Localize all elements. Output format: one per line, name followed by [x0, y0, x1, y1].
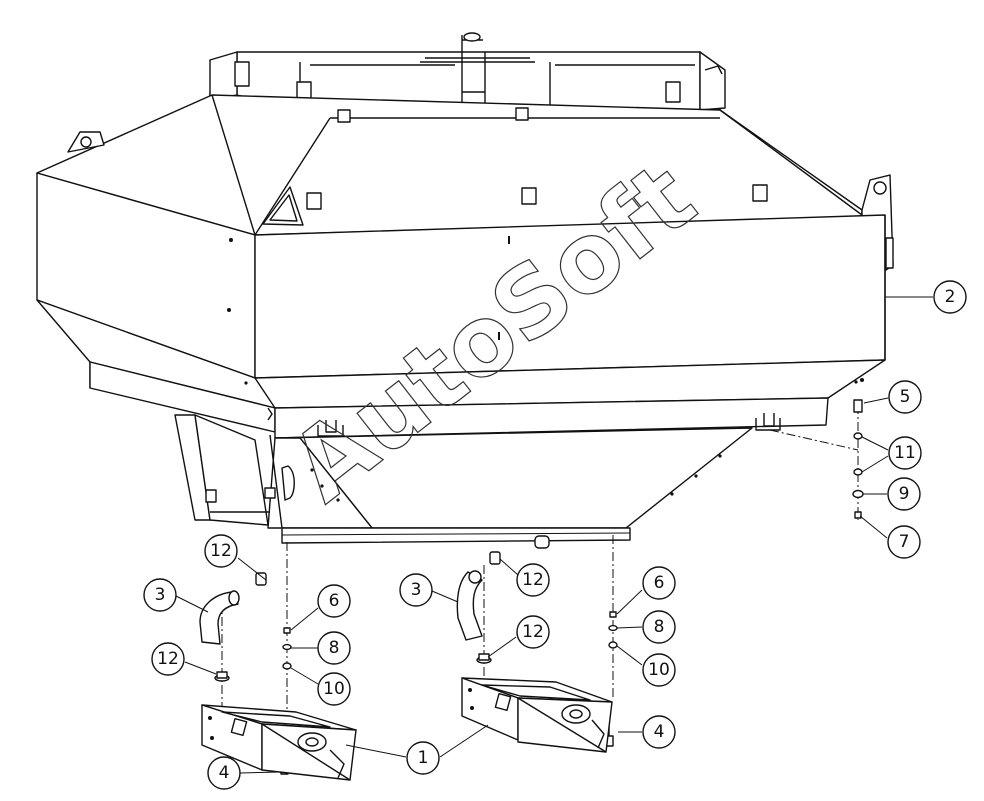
- callout-3-left-label: 3: [155, 585, 166, 605]
- hopper-body: [36, 32, 894, 549]
- callout-12-right-top-label: 12: [522, 570, 544, 590]
- callout-4-right: 4: [642, 715, 676, 749]
- callout-5-label: 5: [900, 387, 911, 407]
- callout-8-left-label: 8: [329, 638, 340, 658]
- callout-12-left-bottom: 12: [151, 642, 185, 676]
- hardware-side-stack: [852, 399, 864, 519]
- callout-11-label: 11: [894, 443, 916, 463]
- callout-7-label: 7: [899, 532, 910, 552]
- callout-9: 9: [887, 477, 921, 511]
- hardware-right: [456, 551, 618, 747]
- callout-8-left: 8: [317, 631, 351, 665]
- callout-3-right: 3: [399, 573, 433, 607]
- callout-1: 1: [406, 741, 440, 775]
- callout-12-right-mid-label: 12: [522, 622, 544, 642]
- callout-3-left: 3: [143, 578, 177, 612]
- callout-12-left-bottom-label: 12: [157, 649, 179, 669]
- metering-unit-right: [461, 677, 613, 753]
- metering-unit-left: [201, 704, 357, 781]
- callout-12-left-top-label: 12: [210, 541, 232, 561]
- callout-9-label: 9: [899, 484, 910, 504]
- callout-11: 11: [888, 436, 922, 470]
- callout-6-right: 6: [642, 566, 676, 600]
- callout-3-right-label: 3: [411, 580, 422, 600]
- callout-10-left: 10: [317, 672, 351, 706]
- callout-6-left: 6: [317, 584, 351, 618]
- callout-4-left-label: 4: [219, 763, 230, 783]
- callout-8-right-label: 8: [654, 617, 665, 637]
- leader-lines: [175, 296, 933, 774]
- callout-10-right-label: 10: [648, 660, 670, 680]
- callout-7: 7: [887, 525, 921, 559]
- callout-6-left-label: 6: [329, 591, 340, 611]
- callout-12-left-top: 12: [204, 534, 238, 568]
- callout-4-left: 4: [207, 756, 241, 790]
- callout-10-right: 10: [642, 653, 676, 687]
- callout-6-right-label: 6: [654, 573, 665, 593]
- callout-5: 5: [888, 380, 922, 414]
- callout-1-label: 1: [418, 748, 429, 768]
- callout-4-right-label: 4: [654, 722, 665, 742]
- callout-12-right-top: 12: [516, 563, 550, 597]
- callout-8-right: 8: [642, 610, 676, 644]
- callout-12-right-mid: 12: [516, 615, 550, 649]
- callout-2: 2: [933, 280, 967, 314]
- assembly-lines: [221, 405, 859, 712]
- callout-10-left-label: 10: [323, 679, 345, 699]
- callout-2-label: 2: [945, 287, 956, 307]
